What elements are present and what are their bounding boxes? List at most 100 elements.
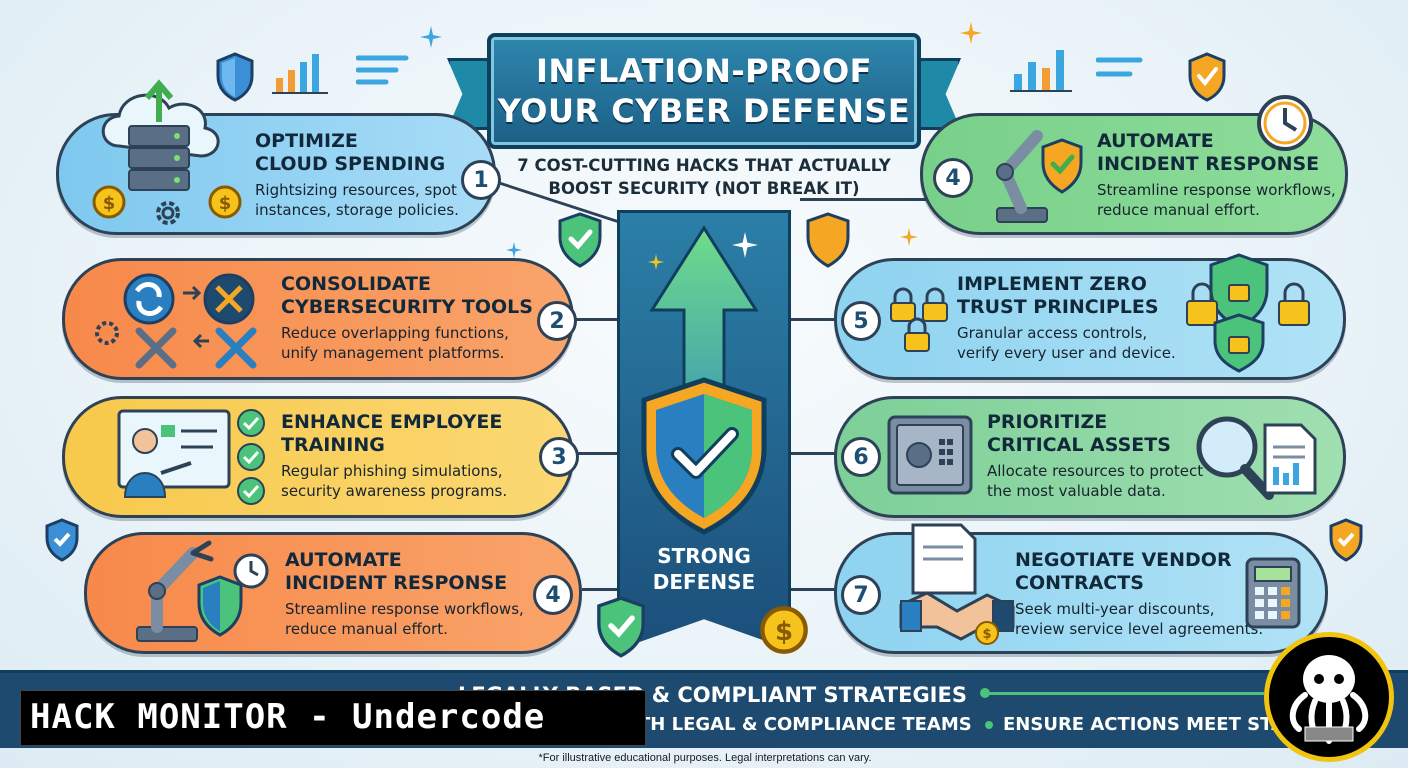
robot-arm-icon (136, 540, 214, 642)
lines-icon (356, 55, 409, 85)
bottom-divider (984, 692, 1264, 695)
calculator-icon (1245, 557, 1301, 629)
card-desc-line2: reduce manual effort. (1097, 201, 1260, 219)
svg-text:$: $ (219, 193, 232, 214)
card-title: AUTOMATE INCIDENT RESPONSE (285, 549, 507, 595)
svg-text:$: $ (982, 627, 991, 642)
card-desc-line1: Granular access controls, (957, 324, 1148, 342)
card-desc: Streamline response workflows, reduce ma… (285, 599, 524, 639)
bar-chart-icon (1010, 50, 1072, 92)
card-title-line1: AUTOMATE (1097, 130, 1214, 152)
card-title: AUTOMATE INCIDENT RESPONSE (1097, 130, 1319, 176)
step-number: 2 (537, 301, 577, 341)
card-desc-line2: instances, storage policies. (255, 201, 459, 219)
card-desc-line1: Streamline response workflows, (1097, 181, 1336, 199)
padlock-shield-icon (1186, 253, 1310, 373)
card-title: ENHANCE EMPLOYEE TRAINING (281, 411, 502, 457)
card-desc-line2: security awareness programs. (281, 482, 508, 500)
card-title: IMPLEMENT ZERO TRUST PRINCIPLES (957, 273, 1159, 319)
card-title-line2: INCIDENT RESPONSE (1097, 153, 1320, 175)
clock-icon (1257, 95, 1313, 151)
card-title-line1: NEGOTIATE VENDOR (1015, 549, 1232, 571)
octopus-logo (1264, 632, 1394, 762)
card-title-line1: ENHANCE EMPLOYEE (281, 411, 503, 433)
card-critical-assets: 6 PRIORITIZE CRITICAL ASSETS Allocate re… (834, 396, 1346, 518)
card-vendor-contracts: 7 $ NEGOTIATE VENDOR CONTRACTS Seek mult… (834, 523, 1328, 654)
step-number: 3 (539, 437, 579, 477)
octopus-icon (1289, 655, 1369, 744)
subtitle-line2: BOOST SECURITY (NOT BREAK IT) (548, 179, 860, 198)
card-title-line2: CONTRACTS (1015, 572, 1144, 594)
center-label: STRONG DEFENSE (617, 543, 791, 595)
card-desc: Streamline response workflows, reduce ma… (1097, 180, 1336, 220)
watermark-box (20, 690, 646, 746)
dollar-coin-icon: $ (92, 185, 126, 219)
card-optimize-cloud: $ $ OPTIMIZE CLOUD SPENDING Rightsizing … (56, 79, 501, 235)
card-title: CONSOLIDATE CYBERSECURITY TOOLS (281, 273, 533, 319)
safe-icon (887, 415, 973, 495)
card-desc-line2: the most valuable data. (987, 482, 1166, 500)
connector (788, 452, 836, 455)
padlock-icon (890, 287, 948, 352)
page-title-line1: INFLATION-PROOF (535, 52, 873, 90)
step-number: 7 (841, 575, 881, 615)
card-title-line1: AUTOMATE (285, 549, 402, 571)
card-title-line2: CYBERSECURITY TOOLS (281, 296, 533, 318)
magnifier-icon (1196, 416, 1274, 500)
card-consolidate-tools: CONSOLIDATE CYBERSECURITY TOOLS Reduce o… (62, 258, 577, 380)
card-desc: Granular access controls, verify every u… (957, 323, 1176, 363)
gear-icon (156, 201, 180, 225)
center-label-line1: STRONG (657, 544, 751, 568)
card-desc-line1: Allocate resources to protect (987, 462, 1204, 480)
card-title: OPTIMIZE CLOUD SPENDING (255, 130, 445, 176)
card-desc-line2: verify every user and device. (957, 344, 1176, 362)
shield-check-icon (597, 596, 645, 658)
connector (572, 318, 620, 321)
card-desc-line2: unify management platforms. (281, 344, 505, 362)
watermark-text: HACK MONITOR - Undercode (30, 697, 546, 737)
card-title-line1: CONSOLIDATE (281, 273, 431, 295)
card-employee-training: ENHANCE EMPLOYEE TRAINING Regular phishi… (62, 396, 579, 518)
cloud-server-icon (101, 79, 220, 191)
card-automate-incident-left: AUTOMATE INCIDENT RESPONSE Streamline re… (84, 532, 582, 654)
card-desc: Rightsizing resources, spot instances, s… (255, 180, 459, 220)
shield-check-icon (558, 212, 602, 268)
card-title: NEGOTIATE VENDOR CONTRACTS (1015, 549, 1232, 595)
card-desc: Regular phishing simulations, security a… (281, 461, 507, 501)
card-zero-trust: 5 IMPLEMENT ZERO TRUST PRINCIPLES Granul… (834, 253, 1346, 380)
dollar-coin-icon: $ (975, 621, 999, 645)
sparkle-icon (960, 22, 982, 44)
tools-icon (95, 273, 257, 369)
title-banner: INFLATION-PROOF YOUR CYBER DEFENSE (487, 33, 921, 149)
card-title: PRIORITIZE CRITICAL ASSETS (987, 411, 1171, 457)
card-desc-line1: Seek multi-year discounts, (1015, 600, 1215, 618)
dollar-coin-icon: $ (208, 185, 242, 219)
sparkle-icon (648, 254, 664, 270)
bottom-point-legal: TH LEGAL & COMPLIANCE TEAMS (638, 714, 972, 735)
step-number: 4 (533, 575, 573, 615)
bottom-dot (980, 688, 990, 698)
connector (788, 318, 836, 321)
card-title-line2: CRITICAL ASSETS (987, 434, 1171, 456)
svg-text:$: $ (103, 193, 116, 214)
card-title-line2: CLOUD SPENDING (255, 153, 446, 175)
connector (582, 588, 620, 591)
teacher-icon (117, 409, 231, 498)
subtitle: 7 COST-CUTTING HACKS THAT ACTUALLY BOOST… (488, 154, 920, 200)
card-title-line1: PRIORITIZE (987, 411, 1108, 433)
card-automate-incident-right: 4 AUTOMATE INCIDENT RESPONSE Streamline … (920, 113, 1348, 235)
shield-icon (197, 575, 243, 637)
card-desc-line1: Rightsizing resources, spot (255, 181, 457, 199)
handshake-icon (899, 523, 1015, 641)
svg-text:$: $ (775, 617, 793, 647)
shield-check-icon (1041, 138, 1083, 194)
sparkle-icon (506, 242, 522, 258)
shield-icon (806, 212, 850, 268)
document-icon (1263, 423, 1317, 495)
card-title-line2: TRUST PRINCIPLES (957, 296, 1159, 318)
step-number: 4 (933, 158, 973, 198)
clock-icon (233, 553, 269, 589)
checklist-icon (237, 409, 265, 505)
sparkle-icon (900, 228, 918, 246)
step-number: 6 (841, 437, 881, 477)
